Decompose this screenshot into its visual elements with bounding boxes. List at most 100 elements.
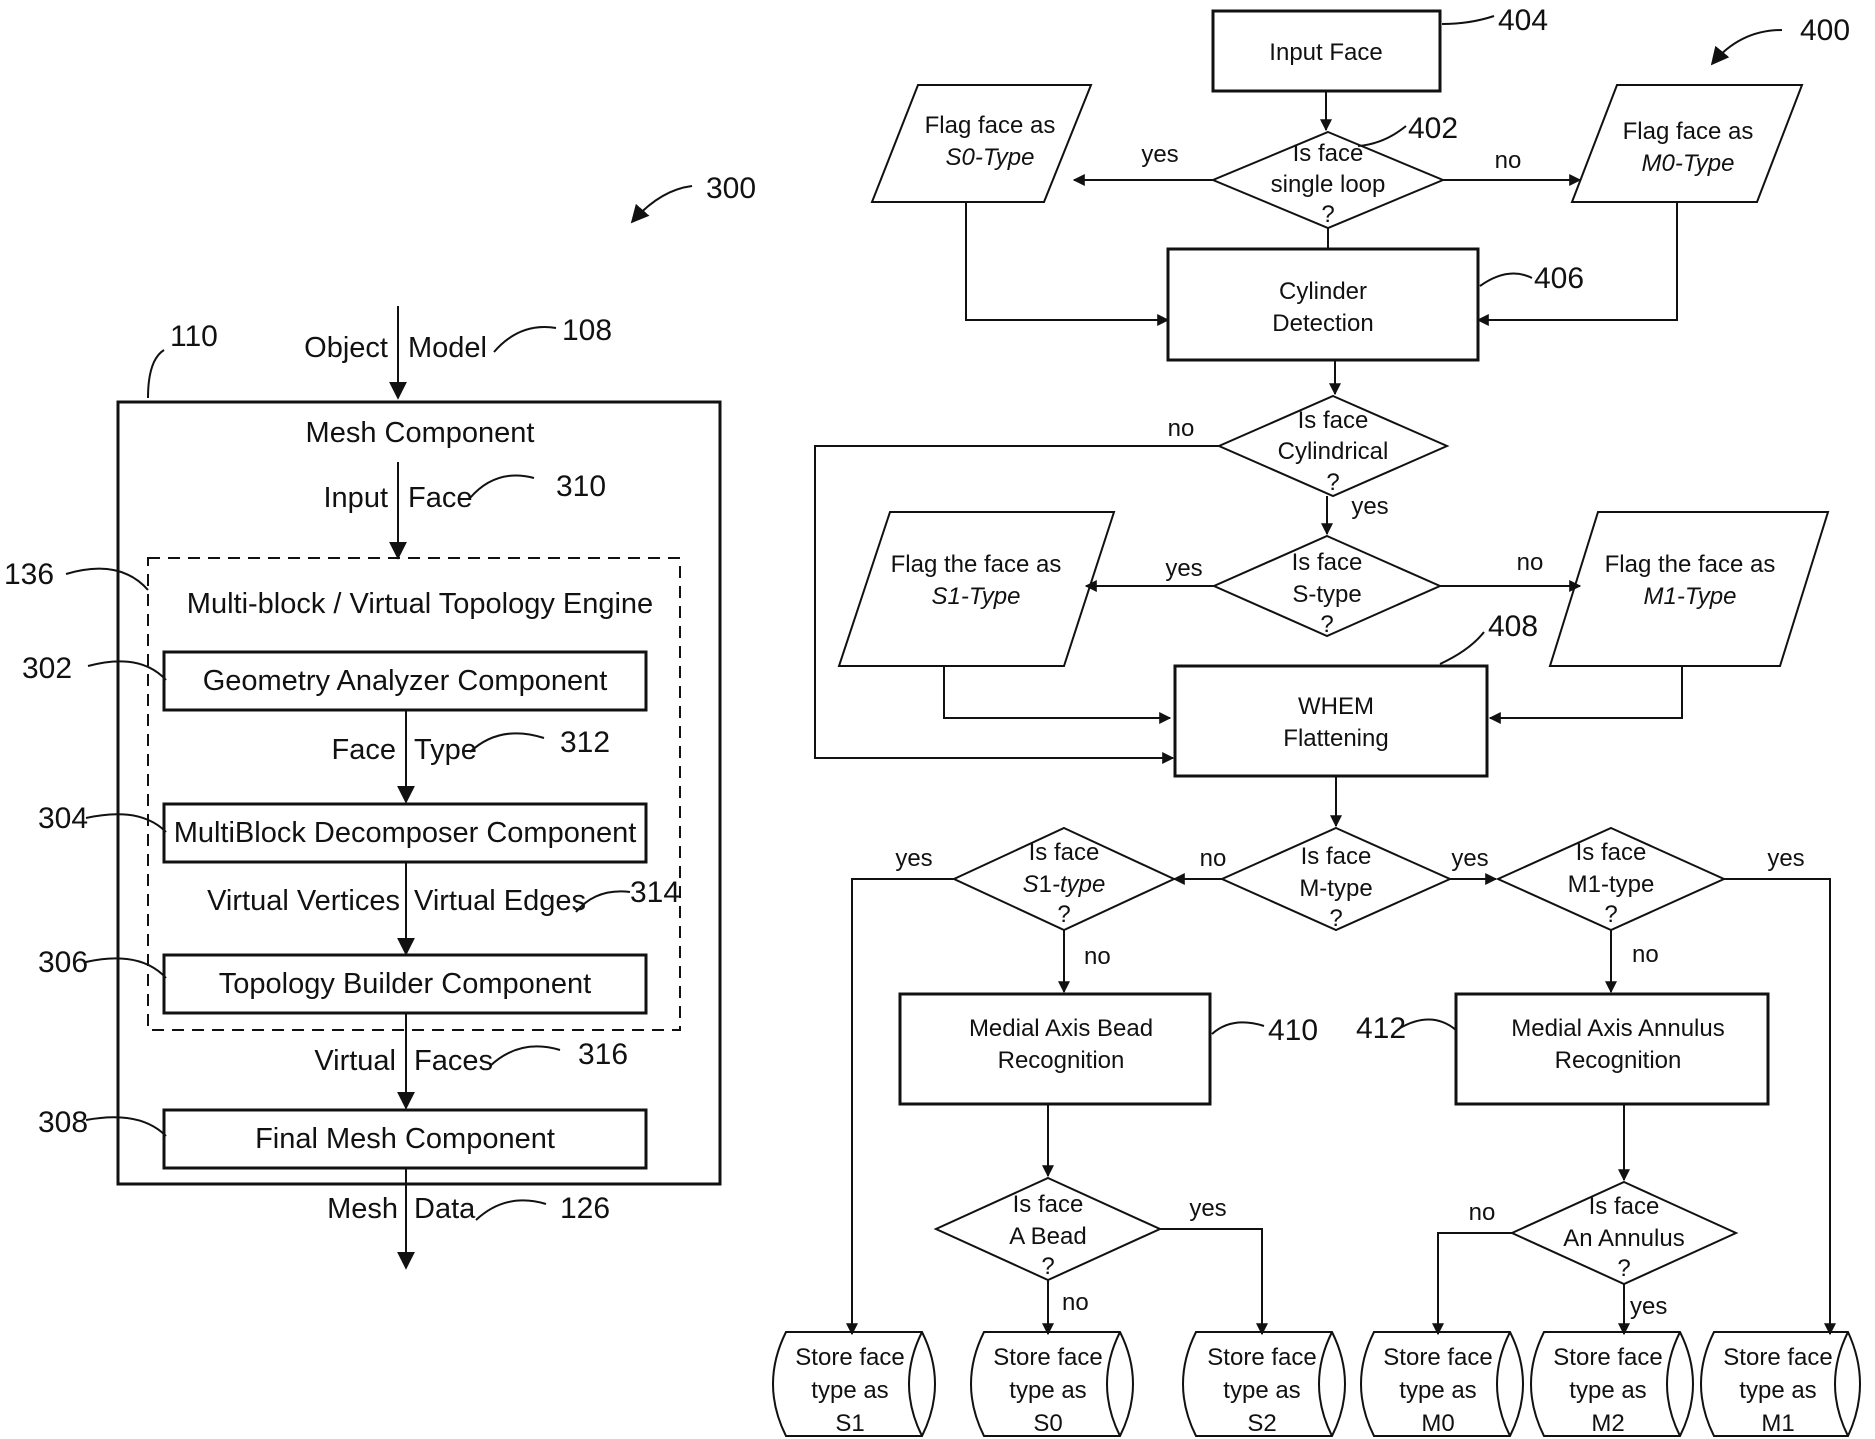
store-s1-line2: type as <box>811 1377 888 1404</box>
d-cyl-line3: ? <box>1326 469 1339 496</box>
m1-yes-label: yes <box>1767 845 1804 872</box>
d-bead-line2: A Bead <box>1009 1223 1086 1250</box>
ref-400-arrow <box>1712 30 1782 64</box>
d-stype-line3: ? <box>1320 611 1333 638</box>
object-model-label-right: Model <box>408 332 487 364</box>
ann-line2: Recognition <box>1555 1047 1682 1074</box>
store-m1: Store face type as M1 <box>1701 1332 1860 1437</box>
ann-yes-label: yes <box>1630 1293 1667 1320</box>
m1-yes-arrow <box>1724 879 1830 1334</box>
d-m1-line2: M1-type <box>1568 871 1655 898</box>
d-s1-line2: S1-type <box>1023 871 1106 898</box>
ref-126: 126 <box>560 1192 610 1225</box>
d-cyl-line1: Is face <box>1298 407 1369 434</box>
ann-no-arrow <box>1438 1233 1512 1334</box>
input-face-label: Input Face <box>1269 39 1382 66</box>
whem-line1: WHEM <box>1298 693 1374 720</box>
ref-110-leader <box>148 350 164 398</box>
d-s1-line2a: S <box>1023 871 1039 898</box>
store-m1-line2: type as <box>1739 1377 1816 1404</box>
ref-312: 312 <box>560 726 610 759</box>
bead-yes-label: yes <box>1189 1195 1226 1222</box>
store-s1: Store face type as S1 <box>773 1332 935 1437</box>
m0-to-cyl-arrow <box>1478 202 1677 320</box>
d-stype-line2: S-type <box>1292 581 1361 608</box>
ref-108-leader <box>494 327 556 352</box>
ref-400: 400 <box>1800 14 1850 47</box>
input-face-label-right: Face <box>408 482 472 514</box>
topology-builder-label: Topology Builder Component <box>219 968 591 1000</box>
s1-no-label: no <box>1084 943 1111 970</box>
cyl-line2: Detection <box>1272 310 1373 337</box>
ref-402-leader <box>1358 126 1406 146</box>
mesh-component-label: Mesh Component <box>306 417 535 449</box>
ref-306: 306 <box>38 946 88 979</box>
mesh-data-label-left: Mesh <box>327 1193 398 1225</box>
ref-126-leader <box>476 1200 546 1220</box>
d-single-line2: single loop <box>1271 171 1386 198</box>
single-yes-label: yes <box>1141 141 1178 168</box>
ref-310: 310 <box>556 470 606 503</box>
d-ann-line2: An Annulus <box>1563 1225 1684 1252</box>
flag-m0-line2: M0-Type <box>1642 150 1735 177</box>
m1-to-whem-arrow <box>1490 666 1682 718</box>
ref-408: 408 <box>1488 610 1538 643</box>
ref-410-leader <box>1212 1022 1264 1034</box>
store-m1-line3: M1 <box>1761 1410 1794 1437</box>
flag-m1-line2: M1-Type <box>1644 583 1737 610</box>
face-type-label-left: Face <box>332 734 396 766</box>
mesh-data-label-right: Data <box>414 1193 476 1225</box>
store-m1-line1: Store face <box>1723 1344 1832 1371</box>
d-s1-line2b: 1 <box>1039 871 1052 898</box>
store-s2-line1: Store face <box>1207 1344 1316 1371</box>
ref-136: 136 <box>4 558 54 591</box>
store-s0-line2: type as <box>1009 1377 1086 1404</box>
d-s1-line1: Is face <box>1029 839 1100 866</box>
d-m1-line1: Is face <box>1576 839 1647 866</box>
engine-label: Multi-block / Virtual Topology Engine <box>187 588 653 620</box>
ref-404: 404 <box>1498 4 1548 37</box>
face-type-label-right: Type <box>414 734 477 766</box>
ref-406-leader <box>1480 274 1532 287</box>
d-mtype-line2: M-type <box>1299 875 1372 902</box>
ref-410: 410 <box>1268 1014 1318 1047</box>
virtual-faces-label-left: Virtual <box>314 1045 396 1077</box>
ref-402: 402 <box>1408 112 1458 145</box>
ann-line1: Medial Axis Annulus <box>1511 1015 1724 1042</box>
cyl-line1: Cylinder <box>1279 278 1367 305</box>
ref-108: 108 <box>562 314 612 347</box>
d-ann-line1: Is face <box>1589 1193 1660 1220</box>
d-cyl-line2: Cylindrical <box>1278 438 1389 465</box>
stype-yes-label: yes <box>1165 555 1202 582</box>
ref-314: 314 <box>630 876 680 909</box>
s0-to-cyl-arrow <box>966 202 1168 320</box>
s1-yes-arrow <box>852 879 954 1334</box>
stype-no-label: no <box>1517 549 1544 576</box>
ref-302: 302 <box>22 652 72 685</box>
whem-box <box>1175 666 1487 776</box>
d-ann-line3: ? <box>1617 1255 1630 1282</box>
geometry-analyzer-label: Geometry Analyzer Component <box>203 665 608 697</box>
d-single-line3: ? <box>1321 201 1334 228</box>
store-s1-line1: Store face <box>795 1344 904 1371</box>
s1-to-whem-arrow <box>944 666 1170 718</box>
d-m1-line3: ? <box>1604 901 1617 928</box>
m1-no-label: no <box>1632 941 1659 968</box>
object-model-label-left: Object <box>304 332 388 364</box>
ref-110: 110 <box>170 320 218 353</box>
mtype-yes-label: yes <box>1451 845 1488 872</box>
flag-s1-line2: S1-Type <box>932 583 1021 610</box>
ref-404-leader <box>1442 16 1494 24</box>
final-mesh-label: Final Mesh Component <box>255 1123 555 1155</box>
ref-406: 406 <box>1534 262 1584 295</box>
d-mtype-line1: Is face <box>1301 843 1372 870</box>
store-s1-line3: S1 <box>835 1410 864 1437</box>
ref-412-leader <box>1400 1019 1456 1030</box>
ref-300-arrow <box>632 186 692 222</box>
bead-yes-arrow <box>1160 1229 1262 1334</box>
d-mtype-line3: ? <box>1329 905 1342 932</box>
d-s1-line3: ? <box>1057 901 1070 928</box>
store-m0-line2: type as <box>1399 1377 1476 1404</box>
flag-s0-line1: Flag face as <box>925 112 1056 139</box>
d-single-line1: Is face <box>1293 140 1364 167</box>
